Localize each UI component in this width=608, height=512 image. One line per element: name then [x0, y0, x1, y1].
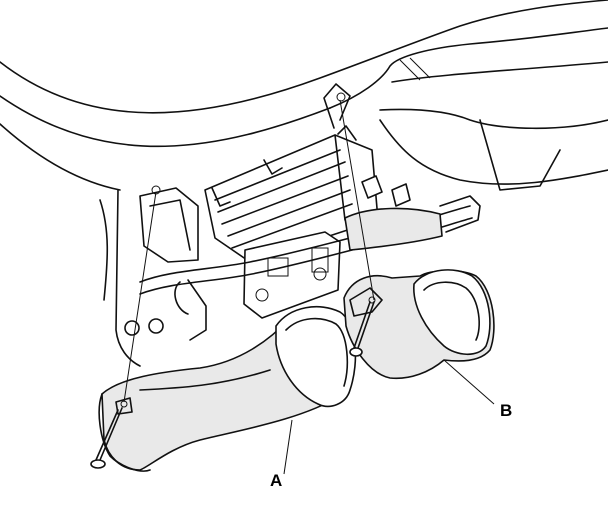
mounting-bracket: [243, 231, 341, 319]
left-side-bracket: [124, 185, 207, 341]
callout-label-a: A: [270, 471, 282, 490]
duct-b: [343, 269, 495, 380]
leader-lines: [283, 359, 495, 475]
duct-a: [98, 305, 357, 472]
screw-right: [349, 301, 375, 357]
alignment-lines: [123, 99, 375, 403]
wiring-harness: [139, 175, 481, 315]
screw-left: [90, 407, 123, 469]
dashboard-outline: [0, 0, 608, 367]
callout-label-b: B: [500, 401, 512, 420]
